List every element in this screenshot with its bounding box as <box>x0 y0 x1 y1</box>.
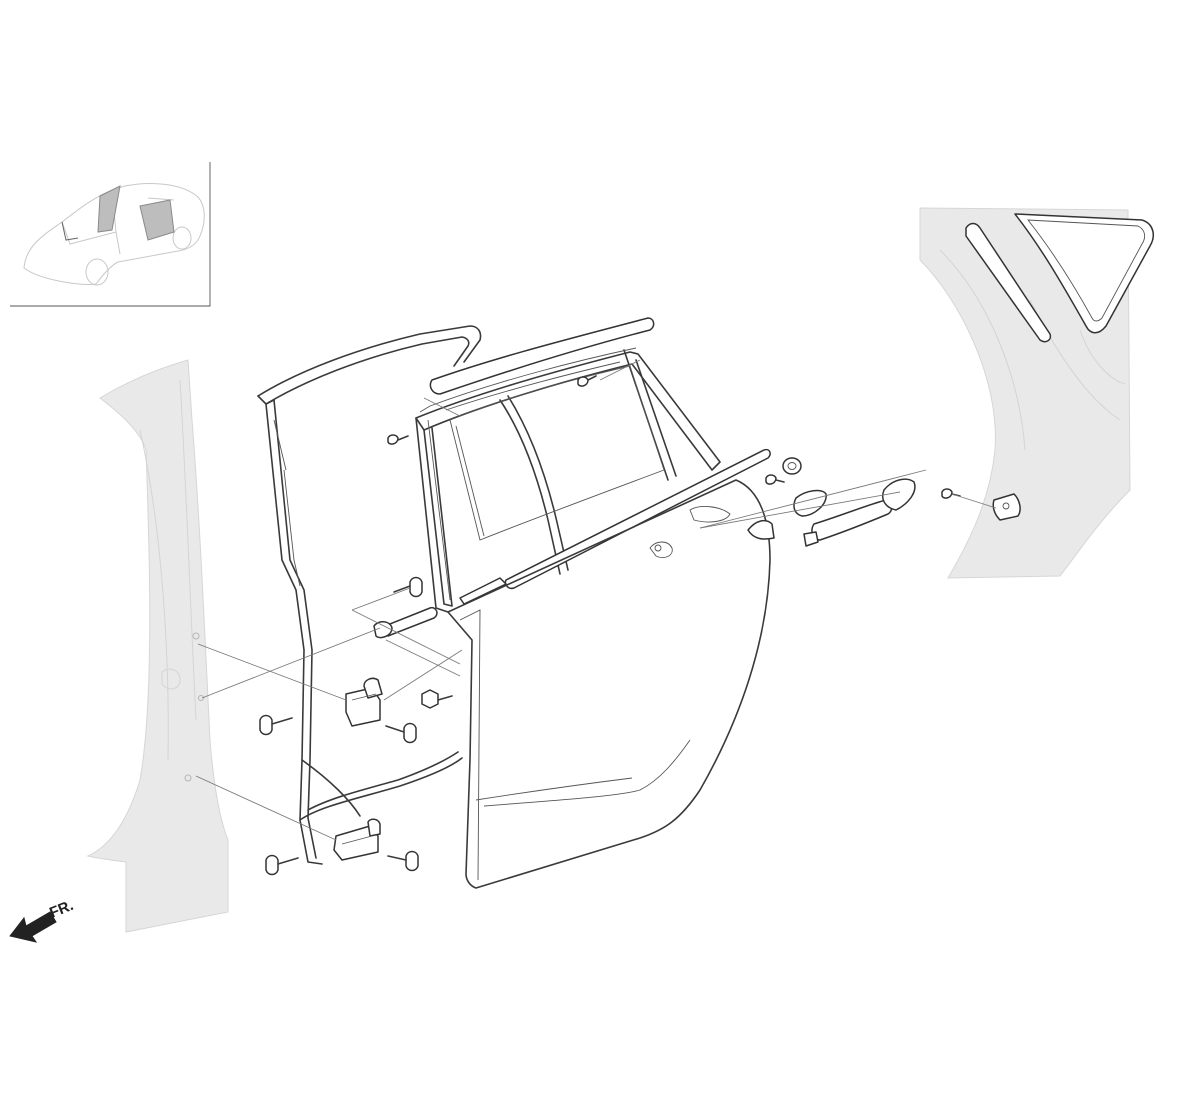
door-checker <box>373 606 438 639</box>
screw-handle <box>765 474 785 485</box>
outer-belt-moulding <box>459 448 771 605</box>
screw-sash <box>577 375 597 387</box>
quarter-glass <box>1014 213 1155 334</box>
handle-connector <box>803 531 819 547</box>
bolt-hinge-upper-left <box>259 714 293 736</box>
inset-frame <box>10 162 211 307</box>
door-opening-weatherstrip <box>257 325 482 865</box>
front-direction-arrow: FR. <box>9 897 76 943</box>
door-glass-run-channel <box>415 349 721 613</box>
b-pillar-ghost <box>86 359 229 933</box>
handle-cover-front <box>793 489 827 517</box>
upper-hinge <box>345 677 383 727</box>
lower-hinge <box>333 818 381 861</box>
bolt-hinge-lower-left <box>265 854 299 876</box>
door-handle-recess <box>649 541 673 559</box>
vehicle-outline <box>23 183 205 286</box>
handle-cap-rear <box>882 478 916 511</box>
leader-lines <box>195 359 997 841</box>
door-sash-top <box>419 347 637 413</box>
bolt-group <box>259 375 961 876</box>
front-direction-label: FR. <box>47 897 76 922</box>
bolt-checker-upper <box>393 576 423 598</box>
bolt-hinge-lower-right <box>387 850 419 872</box>
outside-handle-assembly <box>747 457 916 547</box>
door-glass <box>449 365 665 541</box>
front-direction-arrow-icon <box>9 911 57 943</box>
bolt-hinge-upper-right <box>385 722 417 744</box>
lock-cylinder-cover <box>747 519 775 540</box>
nut-checker <box>421 689 453 709</box>
screw-striker <box>941 488 961 499</box>
highlighted-rear-door <box>139 199 175 241</box>
screw-glass-run <box>387 434 409 445</box>
upper-door-moulding <box>429 317 655 395</box>
grommet <box>782 457 802 475</box>
highlighted-window <box>97 185 121 233</box>
rear-door-panel <box>447 479 771 889</box>
door-striker <box>992 493 1021 521</box>
locator-inset <box>10 162 211 307</box>
quarter-moulding <box>965 222 1052 343</box>
